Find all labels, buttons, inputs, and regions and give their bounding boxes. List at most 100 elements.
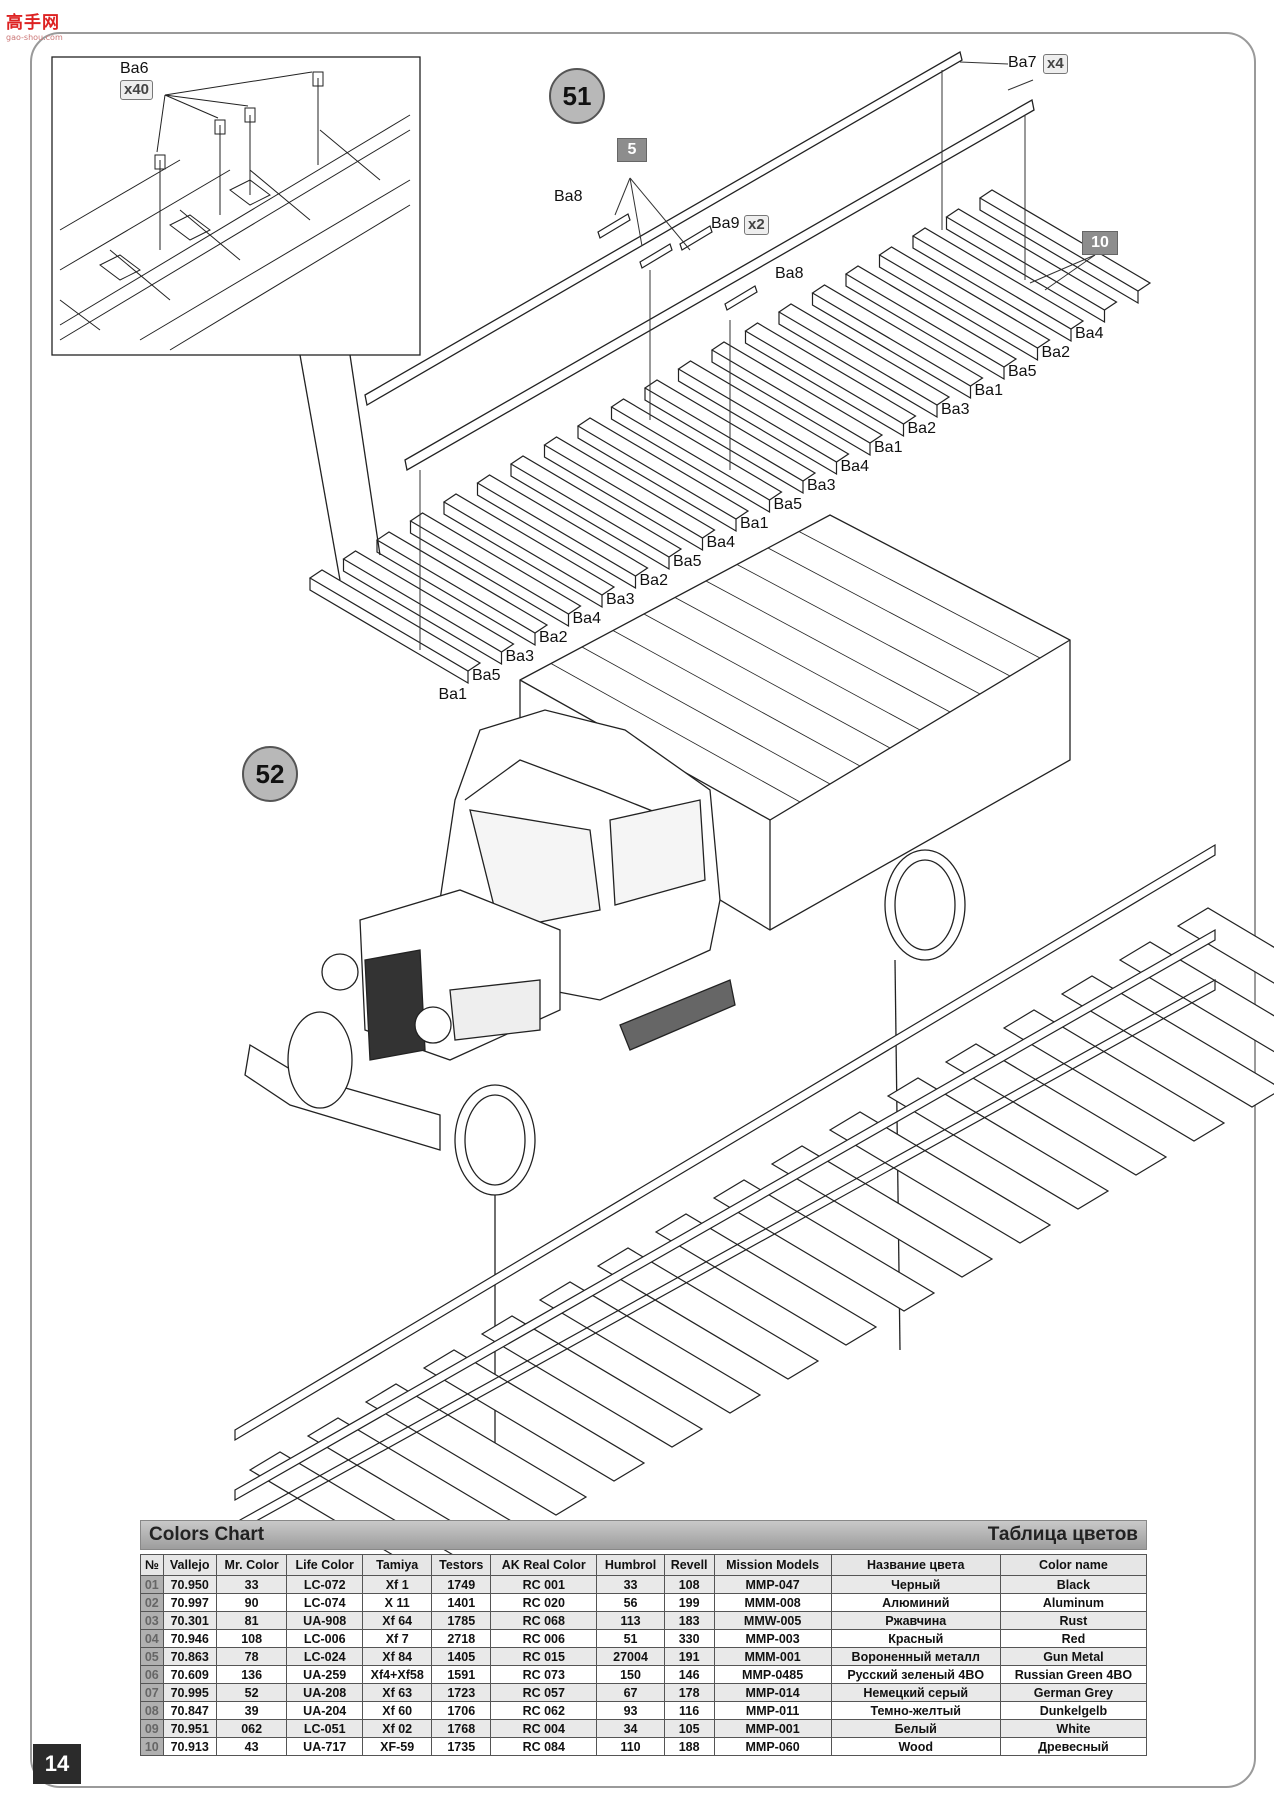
colors-cell: Xf 84	[361, 1647, 433, 1666]
colors-cell: White	[999, 1719, 1148, 1738]
sleeper-part-label: Ba3	[606, 591, 635, 608]
callout-10: 10	[1082, 231, 1118, 255]
colors-cell: Aluminum	[999, 1593, 1148, 1612]
step51-fishplates	[597, 213, 758, 311]
colors-cell: 1723	[431, 1683, 492, 1702]
colors-cell: Gun Metal	[999, 1647, 1148, 1666]
colors-cell: MMP-047	[713, 1575, 832, 1594]
colors-cell: 178	[663, 1683, 715, 1702]
colors-cell: MMM-001	[713, 1647, 832, 1666]
colors-cell: Ржавчина	[830, 1611, 1001, 1630]
colors-cell: RC 020	[490, 1593, 598, 1612]
colors-cell: 1591	[431, 1665, 492, 1684]
watermark-logo: 高手网 gao-shou.com	[6, 13, 63, 42]
colors-cell: MMP-003	[713, 1629, 832, 1648]
colors-cell: 07	[140, 1683, 164, 1702]
colors-cell: Xf 02	[361, 1719, 433, 1738]
colors-cell: 330	[663, 1629, 715, 1648]
colors-cell: RC 001	[490, 1575, 598, 1594]
colors-cell: 33	[215, 1575, 288, 1594]
colors-cell: 10	[140, 1737, 164, 1756]
colors-cell: 199	[663, 1593, 715, 1612]
colors-cell: 105	[663, 1719, 715, 1738]
colors-cell: 08	[140, 1701, 164, 1720]
colors-chart-title-en: Colors Chart	[149, 1524, 265, 1545]
sleeper-part-label: Ba2	[907, 420, 936, 437]
colors-cell: 03	[140, 1611, 164, 1630]
colors-cell: UA-717	[286, 1737, 363, 1756]
colors-cell: MMP-014	[713, 1683, 832, 1702]
colors-cell: Red	[999, 1629, 1148, 1648]
colors-cell: 2718	[431, 1629, 492, 1648]
step51-rails	[364, 51, 1035, 472]
colors-cell: 146	[663, 1665, 715, 1684]
part-qty-ba6: x40	[120, 80, 154, 100]
page-frame	[30, 32, 1256, 1788]
colors-cell: MMW-005	[713, 1611, 832, 1630]
colors-col-header: Mission Models	[713, 1554, 832, 1576]
part-label-ba7: Ba7	[1008, 54, 1037, 71]
colors-cell: RC 004	[490, 1719, 598, 1738]
sleeper-part-label: Ba5	[673, 553, 702, 570]
colors-cell: 70.950	[162, 1575, 217, 1594]
inset-detail	[51, 56, 421, 581]
colors-cell: Черный	[830, 1575, 1001, 1594]
sleeper-part-label: Ba4	[706, 534, 735, 551]
part-qty-ba9: x2	[744, 215, 769, 235]
sleeper-part-label: Ba1	[438, 686, 467, 703]
part-label-ba6: Ba6	[120, 60, 149, 77]
colors-cell: Black	[999, 1575, 1148, 1594]
sleeper-part-label: Ba4	[572, 610, 601, 627]
colors-col-header: Название цвета	[830, 1554, 1001, 1576]
colors-cell: UA-204	[286, 1701, 363, 1720]
colors-cell: German Grey	[999, 1683, 1148, 1702]
sleeper-part-label: Ba2	[1041, 344, 1070, 361]
colors-cell: 1749	[431, 1575, 492, 1594]
colors-cell: Xf 63	[361, 1683, 433, 1702]
step51-leaders	[419, 61, 1096, 650]
colors-cell: Xf 64	[361, 1611, 433, 1630]
colors-cell: 34	[596, 1719, 665, 1738]
colors-col-header: Life Color	[286, 1554, 363, 1576]
colors-cell: 67	[596, 1683, 665, 1702]
colors-cell: 110	[596, 1737, 665, 1756]
colors-col-header: Revell	[663, 1554, 715, 1576]
colors-cell: 136	[215, 1665, 288, 1684]
colors-cell: MMP-011	[713, 1701, 832, 1720]
colors-cell: 70.913	[162, 1737, 217, 1756]
colors-col-header: Tamiya	[361, 1554, 433, 1576]
callout-5: 5	[617, 138, 647, 162]
colors-cell: 108	[663, 1575, 715, 1594]
sleeper-part-label: Ba1	[874, 439, 903, 456]
colors-cell: 70.863	[162, 1647, 217, 1666]
step-52-badge: 52	[242, 746, 298, 802]
colors-cell: UA-208	[286, 1683, 363, 1702]
colors-cell: MMM-008	[713, 1593, 832, 1612]
colors-cell: 39	[215, 1701, 288, 1720]
colors-col-header: Color name	[999, 1554, 1148, 1576]
sleeper-part-label: Ba5	[472, 667, 501, 684]
part-label-ba8-top: Ba8	[554, 188, 583, 205]
colors-cell: 78	[215, 1647, 288, 1666]
colors-cell: Древесный	[999, 1737, 1148, 1756]
colors-cell: 113	[596, 1611, 665, 1630]
colors-cell: 02	[140, 1593, 164, 1612]
colors-cell: 1405	[431, 1647, 492, 1666]
step51-sleepers	[308, 189, 1152, 685]
colors-cell: 062	[215, 1719, 288, 1738]
colors-cell: 06	[140, 1665, 164, 1684]
colors-cell: 70.995	[162, 1683, 217, 1702]
colors-cell: 70.301	[162, 1611, 217, 1630]
colors-col-header: №	[140, 1554, 164, 1576]
colors-col-header: Humbrol	[596, 1554, 665, 1576]
colors-cell: 70.609	[162, 1665, 217, 1684]
colors-cell: Алюминий	[830, 1593, 1001, 1612]
colors-cell: LC-006	[286, 1629, 363, 1648]
colors-cell: 27004	[596, 1647, 665, 1666]
